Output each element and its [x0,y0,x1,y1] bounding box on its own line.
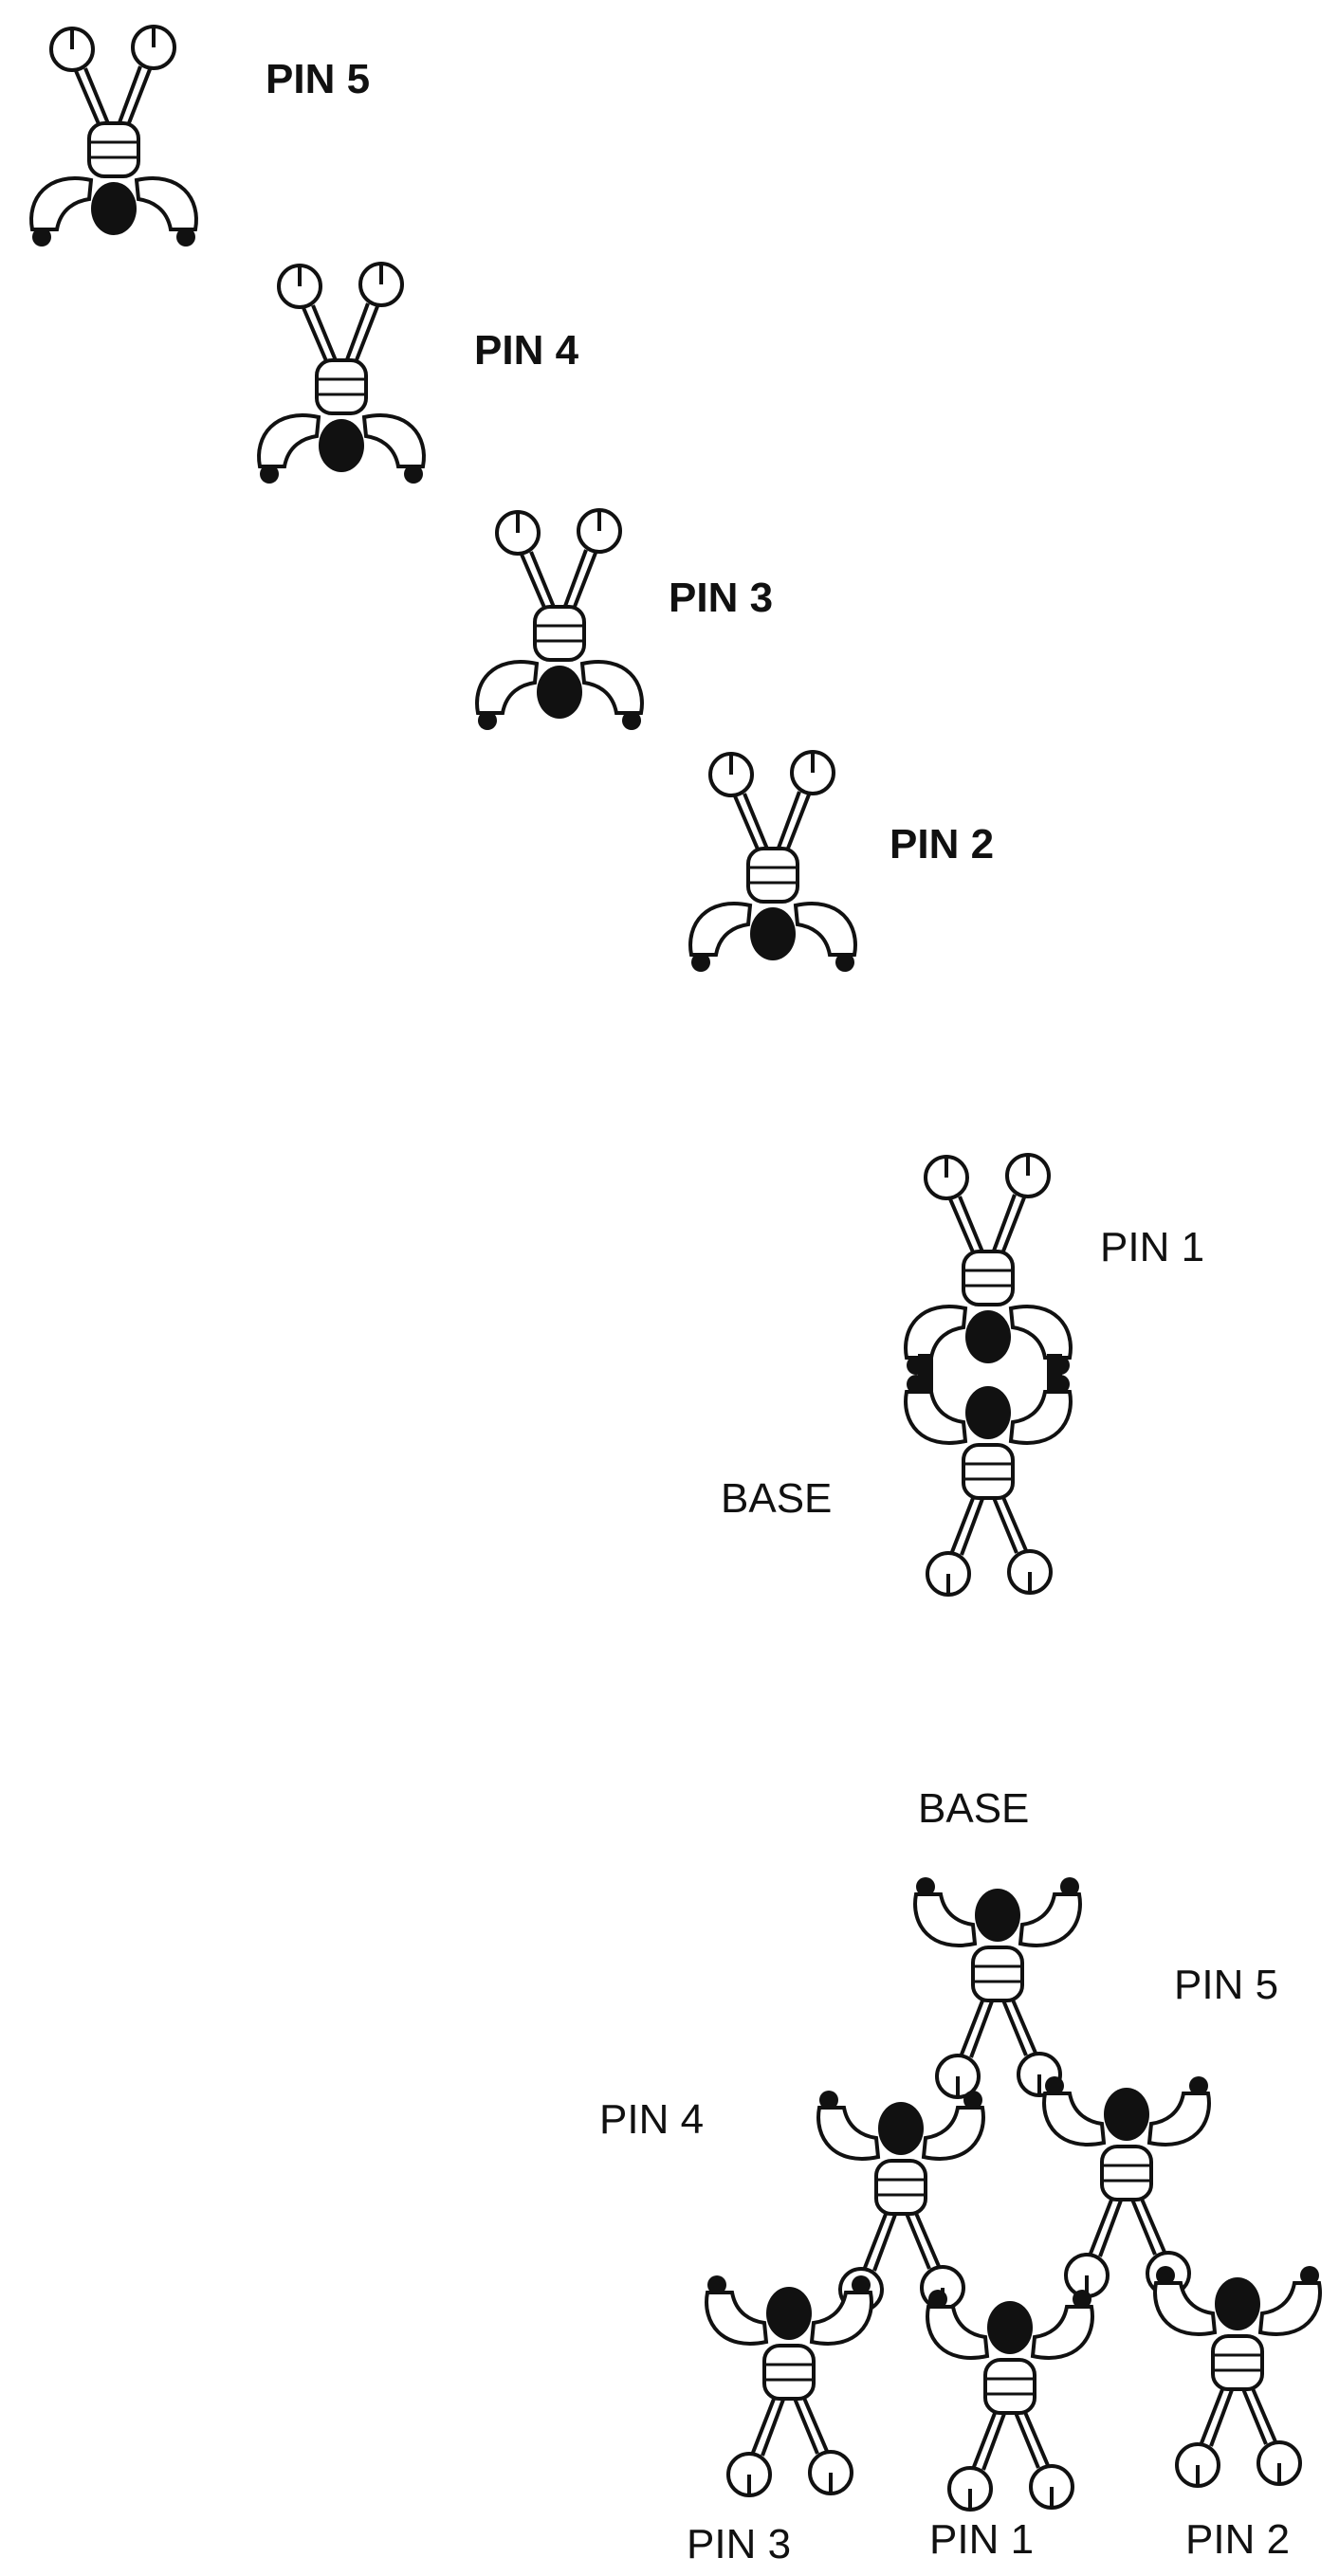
figure-pin1-pyramid [926,2288,1094,2512]
figure-base-pair [904,1373,1073,1597]
figure-pin5 [29,25,198,248]
label-base-pyramid: BASE [918,1785,1029,1832]
label-pin1-pair: PIN 1 [1100,1224,1204,1270]
figure-base-pyramid [913,1875,1082,2099]
label-pin3-top: PIN 3 [669,575,773,621]
figure-pin4 [257,262,426,485]
figure-pin3 [475,508,644,732]
figure-pin2-pyramid [1153,2264,1322,2488]
label-pin1-pyramid: PIN 1 [929,2516,1034,2563]
figure-pin2 [688,750,857,974]
figure-pin3-pyramid [705,2274,873,2497]
figure-pin5-pyramid [1042,2074,1211,2298]
label-pin3-pyramid: PIN 3 [687,2521,791,2567]
label-pin5-top: PIN 5 [266,56,370,102]
figure-pin1-pair [904,1153,1073,1377]
label-pin5-pyramid: PIN 5 [1174,1962,1278,2008]
label-pin4-pyramid: PIN 4 [599,2096,704,2143]
label-pin2-pyramid: PIN 2 [1185,2516,1290,2563]
label-base-pair: BASE [721,1475,832,1522]
label-pin4-top: PIN 4 [474,327,579,374]
figure-pin4-pyramid [816,2089,985,2312]
label-pin2-top: PIN 2 [890,821,994,868]
